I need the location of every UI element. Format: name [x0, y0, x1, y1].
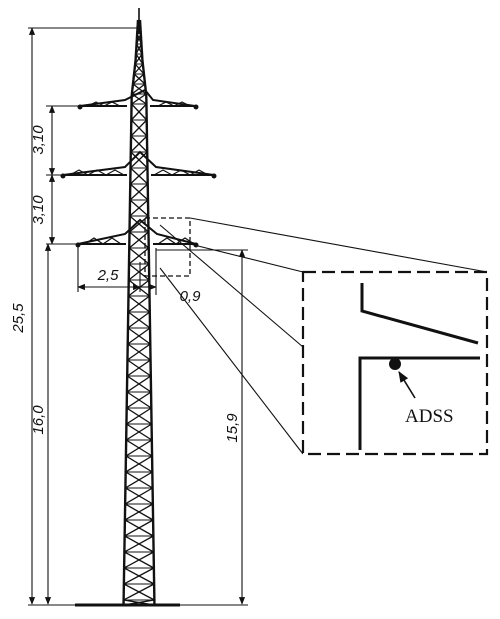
adss-cable-dot — [389, 358, 401, 370]
adss-pointer-arrow — [398, 371, 416, 399]
dim-lower-arm-height: 16,0 — [30, 405, 47, 435]
dim-arm-spacing-top: 3,10 — [30, 125, 47, 155]
dim-adss-offset: 0,9 — [180, 288, 202, 305]
cross-arm-bottom — [75, 218, 199, 248]
dimension-lines — [28, 27, 248, 606]
cross-arm-middle — [60, 150, 217, 179]
adss-attachment-box — [144, 217, 191, 277]
zoom-lines — [159, 217, 488, 455]
dim-adss-height: 15,9 — [224, 413, 241, 443]
adss-label: ADSS — [405, 406, 454, 427]
detail-box: ADSS — [301, 270, 489, 456]
cross-arm-top — [77, 88, 199, 110]
dim-arm-spacing-mid: 3,10 — [30, 195, 47, 225]
dim-arm-half-width: 2,5 — [97, 267, 120, 284]
dim-total-height: 25,5 — [10, 303, 27, 334]
